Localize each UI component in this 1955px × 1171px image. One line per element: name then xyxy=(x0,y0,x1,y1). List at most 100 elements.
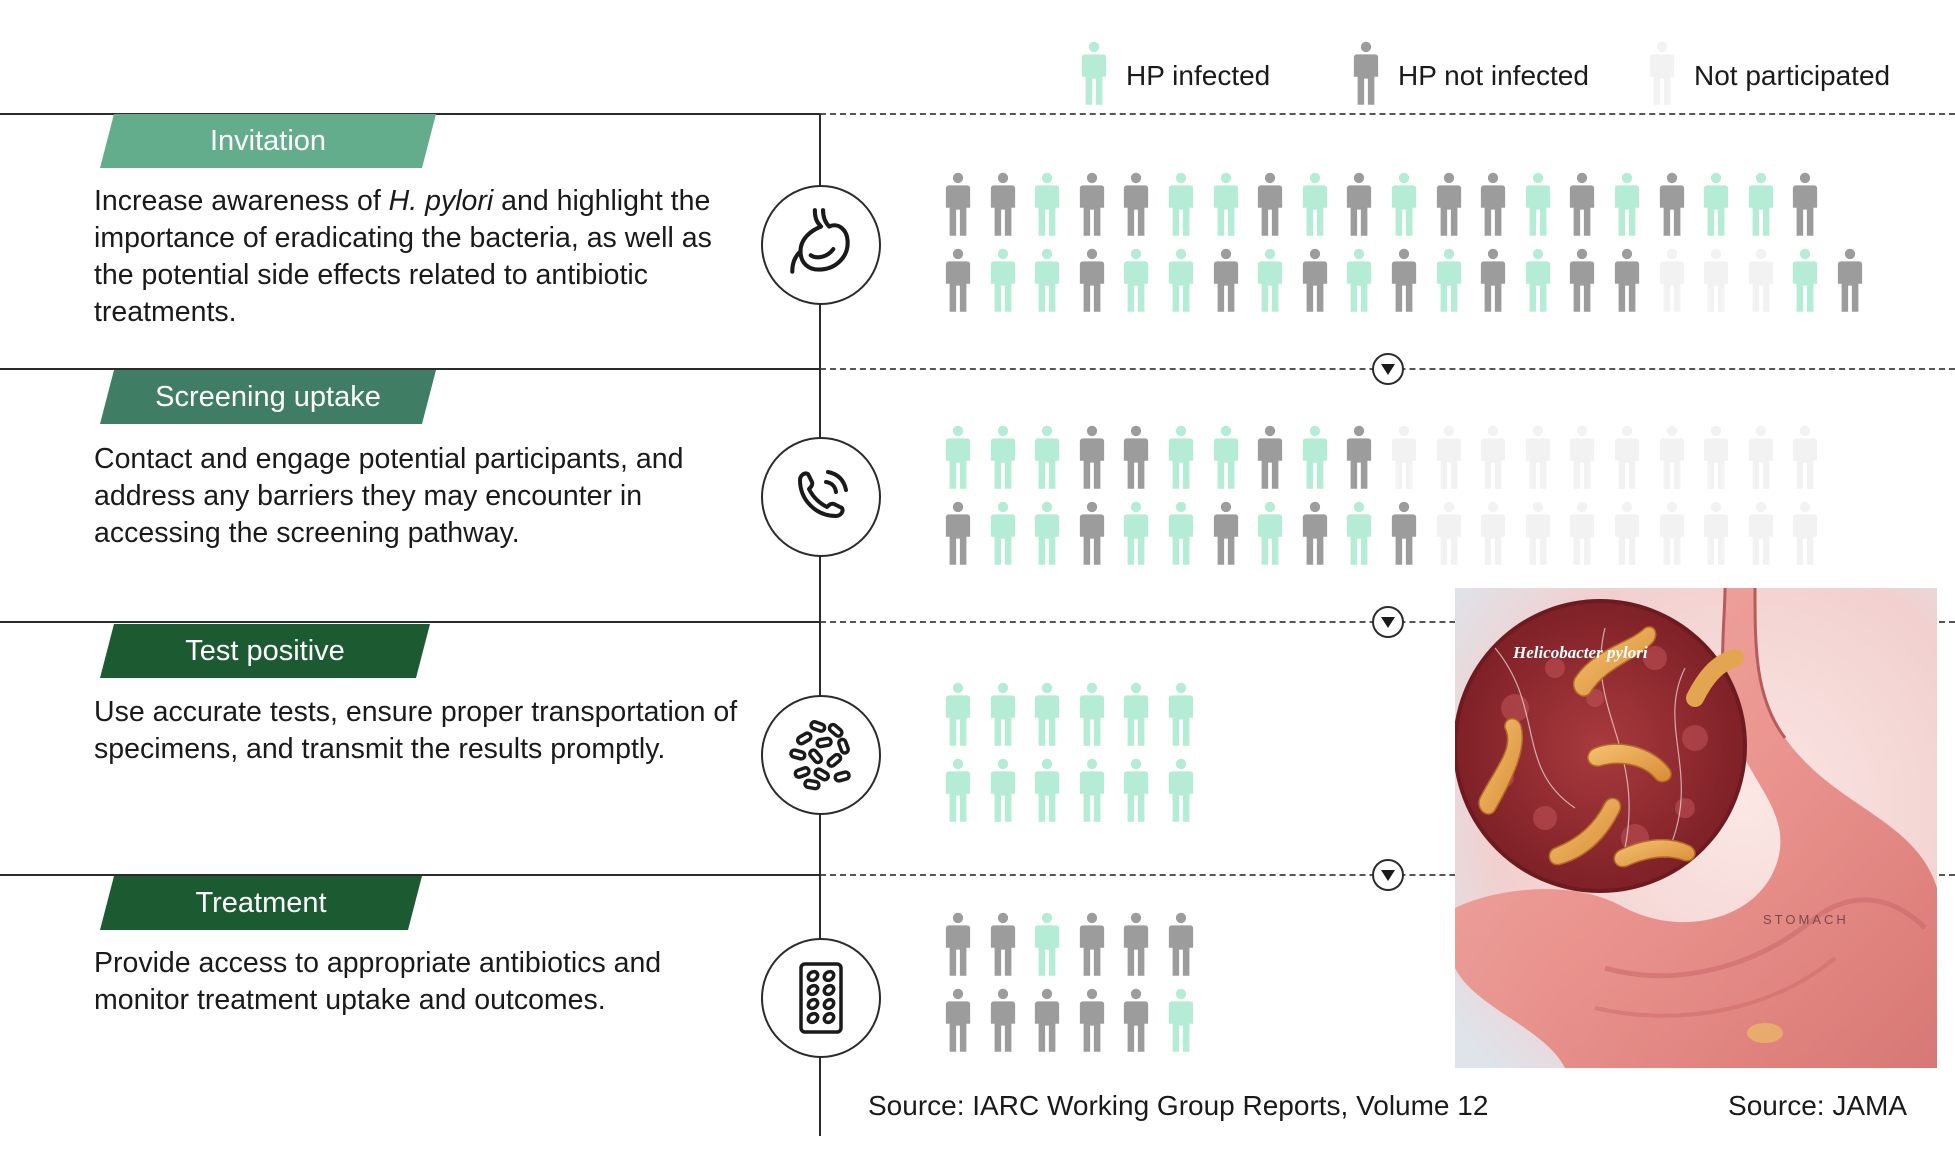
person-icon xyxy=(1167,682,1195,753)
source-right: Source: JAMA xyxy=(1728,1090,1907,1121)
person-icon xyxy=(1212,172,1240,243)
section-divider xyxy=(0,368,820,370)
person-icon xyxy=(1080,41,1108,112)
stage-icon-test-positive xyxy=(761,695,881,815)
person-icon xyxy=(1167,501,1195,572)
person-icon xyxy=(989,682,1017,753)
person-icon xyxy=(1435,425,1463,496)
person-icon xyxy=(1479,172,1507,243)
person-icon xyxy=(944,172,972,243)
person-icon xyxy=(1301,172,1329,243)
person-icon xyxy=(1078,758,1106,829)
person-icon xyxy=(1791,172,1819,243)
person-icon xyxy=(1613,248,1641,319)
stage-description-treatment: Provide access to appropriate antibiotic… xyxy=(94,947,662,1016)
person-icon xyxy=(1167,758,1195,829)
person-icon xyxy=(1658,172,1686,243)
section-divider-dashed xyxy=(820,113,1955,115)
person-icon xyxy=(1524,248,1552,319)
person-icon xyxy=(1345,248,1373,319)
person-icon xyxy=(944,988,972,1059)
person-icon xyxy=(1648,41,1676,112)
person-icon xyxy=(1122,425,1150,496)
person-icon xyxy=(1033,988,1061,1059)
person-icon xyxy=(1301,248,1329,319)
person-icon xyxy=(1479,425,1507,496)
stage-icon-invitation xyxy=(761,185,881,305)
legend-label: Not participated xyxy=(1694,60,1891,91)
person-icon xyxy=(1033,682,1061,753)
person-icon xyxy=(1078,682,1106,753)
person-icon xyxy=(989,248,1017,319)
illustration-label: STOMACH xyxy=(1763,912,1849,927)
person-icon xyxy=(1078,425,1106,496)
source-left: Source: IARC Working Group Reports, Volu… xyxy=(868,1090,1489,1121)
person-icon xyxy=(1122,248,1150,319)
timeline-line xyxy=(819,114,821,1136)
legend-label: HP not infected xyxy=(1398,60,1589,91)
person-icon xyxy=(1122,988,1150,1059)
person-icon xyxy=(1212,248,1240,319)
person-icon xyxy=(1791,248,1819,319)
person-icon xyxy=(1702,172,1730,243)
person-icon xyxy=(1033,501,1061,572)
person-icon xyxy=(989,501,1017,572)
legend-item-not-infected: HP not infected xyxy=(1352,40,1589,112)
person-icon xyxy=(1078,248,1106,319)
stage-icon-treatment xyxy=(761,938,881,1058)
person-icon xyxy=(1301,501,1329,572)
person-icon xyxy=(1167,912,1195,983)
person-icon xyxy=(1301,425,1329,496)
legend-item-not-participated: Not participated xyxy=(1648,40,1890,112)
section-divider xyxy=(0,874,820,876)
person-icon xyxy=(944,501,972,572)
person-icon xyxy=(1122,501,1150,572)
person-icon xyxy=(1033,248,1061,319)
person-icon xyxy=(1122,758,1150,829)
illustration-title: Helicobacter pylori xyxy=(1512,643,1648,662)
person-icon xyxy=(1122,682,1150,753)
person-icon xyxy=(1568,172,1596,243)
person-icon xyxy=(989,425,1017,496)
person-icon xyxy=(1256,501,1284,572)
person-icon xyxy=(1256,172,1284,243)
person-icon xyxy=(1747,501,1775,572)
person-icon xyxy=(1212,501,1240,572)
person-icon xyxy=(1613,425,1641,496)
person-icon xyxy=(1078,988,1106,1059)
person-icon xyxy=(1078,912,1106,983)
bacteria-icon xyxy=(789,720,851,791)
person-icon xyxy=(1435,501,1463,572)
person-icon xyxy=(1702,425,1730,496)
person-icon xyxy=(1613,501,1641,572)
stage-tag-invitation: Invitation xyxy=(100,114,436,168)
person-icon xyxy=(1435,172,1463,243)
person-icon xyxy=(1390,248,1418,319)
legend-item-infected: HP infected xyxy=(1080,40,1270,112)
person-icon xyxy=(1033,172,1061,243)
person-icon xyxy=(1568,248,1596,319)
person-icon xyxy=(944,758,972,829)
person-icon xyxy=(1122,172,1150,243)
person-icon xyxy=(944,682,972,753)
person-icon xyxy=(1345,425,1373,496)
person-icon xyxy=(989,912,1017,983)
person-icon xyxy=(1524,172,1552,243)
flow-arrow-icon xyxy=(1372,606,1404,638)
person-icon xyxy=(1390,501,1418,572)
person-icon xyxy=(1568,425,1596,496)
stage-description-screening: Contact and engage potential participant… xyxy=(94,443,684,549)
stage-tag-treatment: Treatment xyxy=(100,876,422,930)
person-icon xyxy=(1658,425,1686,496)
person-icon xyxy=(1613,172,1641,243)
person-icon xyxy=(989,988,1017,1059)
pill-blister-icon xyxy=(799,962,843,1034)
person-icon xyxy=(1212,425,1240,496)
person-icon xyxy=(1747,425,1775,496)
phone-icon xyxy=(798,470,848,518)
person-icon xyxy=(1747,248,1775,319)
person-icon xyxy=(1479,248,1507,319)
flow-arrow-icon xyxy=(1372,353,1404,385)
person-icon xyxy=(1167,248,1195,319)
stage-description-test-positive: Use accurate tests, ensure proper transp… xyxy=(94,696,738,765)
